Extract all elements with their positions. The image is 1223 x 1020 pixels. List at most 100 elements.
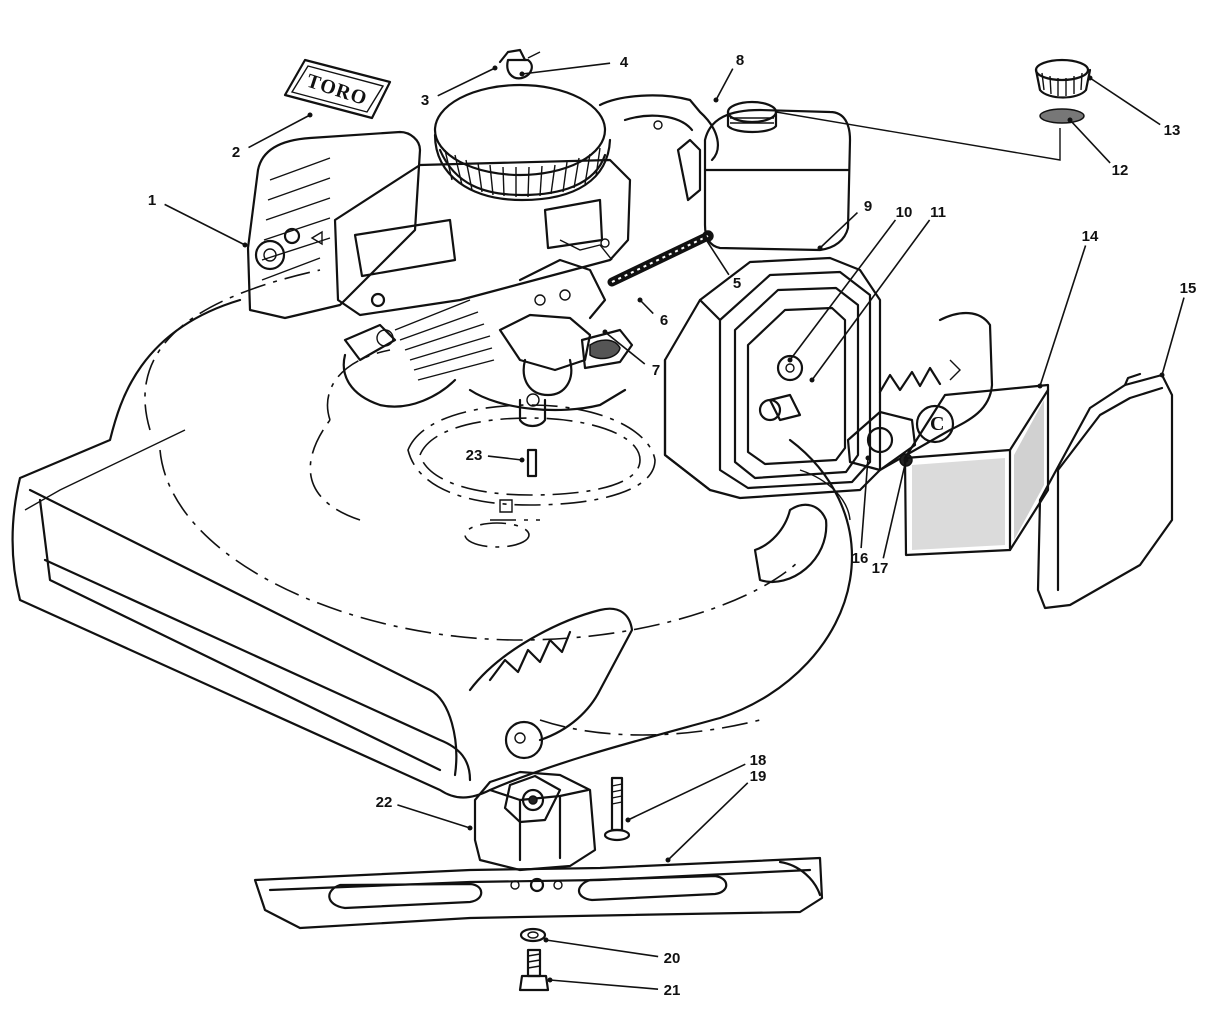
callout-leader-line (397, 804, 471, 829)
callout-target-dot (492, 65, 498, 71)
mower-blade (253, 856, 824, 930)
callout-target-dot (713, 97, 719, 103)
callout-leader-line (667, 782, 749, 861)
callout-16: 16 (852, 455, 871, 567)
callout-leader-line (164, 203, 246, 246)
callout-target-dot (787, 357, 793, 363)
primer (498, 48, 541, 80)
callout-target-dot (1037, 383, 1043, 389)
callout-number: 3 (421, 92, 429, 109)
callout-target-dot (637, 297, 643, 303)
callout-number: 20 (664, 950, 681, 967)
callout-target-dot (547, 977, 553, 983)
callout-leader-line (549, 979, 659, 990)
air-cleaner-body (663, 256, 917, 500)
callout-leader-line (882, 459, 907, 559)
air-cleaner-cover (1036, 372, 1174, 610)
callout-leader-line (1161, 297, 1185, 376)
callout-1: 1 (148, 192, 248, 248)
callout-leader-line (604, 331, 646, 365)
blade-washer (519, 927, 547, 943)
callout-20: 20 (543, 937, 681, 967)
callout-number: 13 (1164, 122, 1181, 139)
callout-target-dot (519, 71, 525, 77)
engine (246, 83, 852, 478)
callout-leader-line (1039, 245, 1087, 387)
mower-deck (11, 269, 854, 799)
callout-target-dot (865, 455, 871, 461)
callout-leader-line (639, 299, 654, 315)
callout-number: 10 (896, 204, 913, 221)
callout-target-dot (1067, 117, 1073, 123)
fuel-cap (1034, 58, 1092, 99)
callout-leader-line (860, 457, 869, 549)
callout-target-dot (602, 329, 608, 335)
callout-8: 8 (713, 52, 744, 103)
callout-target-dot (625, 817, 631, 823)
callout-number: 22 (376, 794, 393, 811)
callout-target-dot (702, 235, 708, 241)
callout-17: 17 (872, 457, 909, 577)
callout-11: 11 (809, 204, 946, 383)
callout-number: 6 (660, 312, 668, 329)
blade-adapter (473, 770, 597, 872)
callout-leader-line (487, 455, 523, 461)
callout-leader-line (627, 763, 746, 821)
callout-leader-line (811, 219, 931, 381)
callout-number: 8 (736, 52, 744, 69)
callout-10: 10 (787, 204, 913, 363)
callout-number: 19 (750, 768, 767, 785)
callout-number: 2 (232, 144, 240, 161)
callout-number: 23 (466, 447, 483, 464)
callout-number: 12 (1112, 162, 1129, 179)
callout-leader-line (715, 68, 734, 101)
callout-number: 1 (148, 192, 156, 209)
callout-13: 13 (1087, 75, 1181, 139)
callout-number: 5 (733, 275, 741, 292)
callout-7: 7 (602, 329, 660, 379)
callout-number: 21 (664, 982, 681, 999)
callout-target-dot (519, 457, 525, 463)
callout-leader-line (1069, 119, 1111, 164)
callout-leader-line (437, 67, 496, 97)
adapter-bolt (603, 776, 631, 842)
callout-leader-line (1089, 77, 1161, 126)
callout-number: 14 (1082, 228, 1099, 245)
callout-target-dot (307, 112, 313, 118)
callout-number: 15 (1180, 280, 1197, 297)
wheel-bracket: C (878, 312, 994, 472)
callout-number: 17 (872, 560, 889, 577)
air-filter-element (903, 383, 1050, 557)
callout-22: 22 (376, 794, 473, 831)
callout-target-dot (467, 825, 473, 831)
blade-bolt (518, 948, 550, 992)
callout-leader-line (248, 114, 311, 149)
callout-number: 9 (864, 198, 872, 215)
callout-4: 4 (519, 54, 629, 77)
callout-number: 11 (930, 204, 946, 221)
callout-23: 23 (466, 447, 525, 464)
callout-number: 7 (652, 362, 660, 379)
callout-target-dot (903, 457, 909, 463)
callout-leader-line (819, 212, 859, 249)
callout-leader-line (789, 219, 897, 361)
callout-3: 3 (421, 65, 498, 109)
callout-target-dot (817, 245, 823, 251)
callout-14: 14 (1037, 228, 1099, 389)
callout-18: 18 (625, 752, 767, 823)
callout-9: 9 (817, 198, 872, 251)
callout-19: 19 (665, 768, 767, 863)
callout-target-dot (1087, 75, 1093, 81)
callout-number: 18 (750, 752, 767, 769)
callout-21: 21 (547, 977, 681, 999)
fuel-filter-screen (1039, 108, 1085, 124)
callout-target-dot (1159, 372, 1165, 378)
callout-5: 5 (702, 235, 741, 292)
callout-target-dot (543, 937, 549, 943)
callout-15: 15 (1159, 280, 1197, 378)
callout-leader-line (521, 62, 611, 75)
svg-text:C: C (930, 413, 945, 435)
toro-logo-decal: TORO (283, 58, 392, 120)
